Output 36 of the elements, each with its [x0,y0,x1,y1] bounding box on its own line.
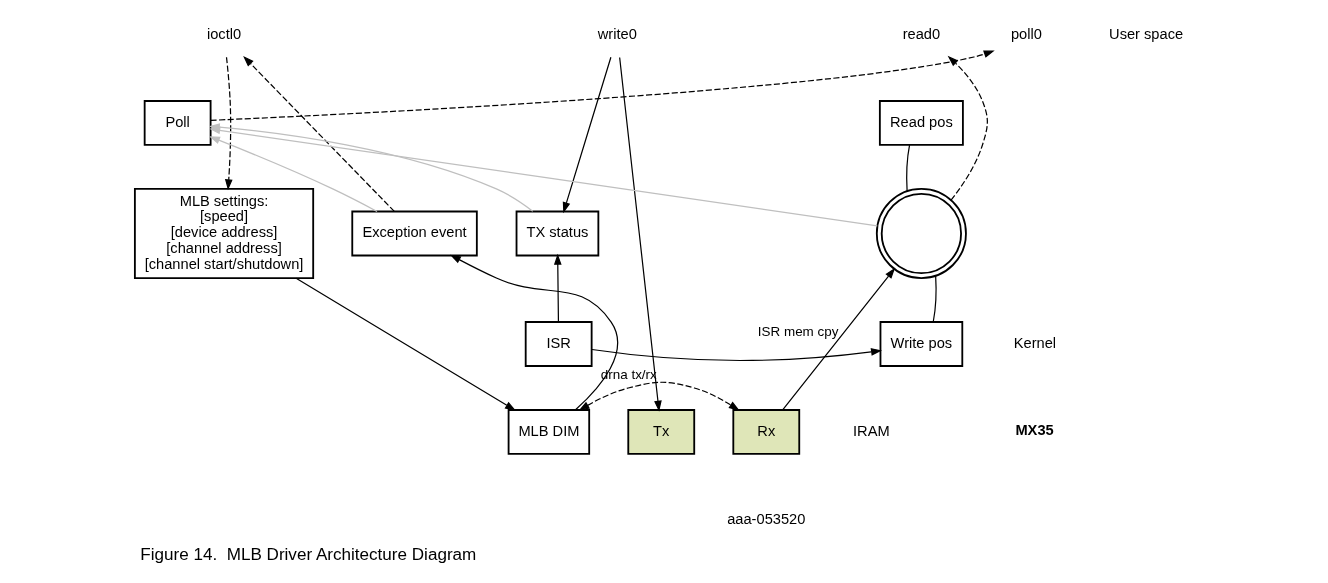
node-text: ioctl0 [206,25,242,42]
label: IRAM [853,422,890,439]
node-box: MLB DIM [507,409,591,455]
arrow [210,50,995,121]
caption: Figure 14. MLB Driver Architecture Diagram [140,545,477,565]
arrow [295,277,516,411]
arrow [562,56,612,214]
label: aaa-053520 [727,510,806,527]
connector [906,144,911,192]
arrow [553,253,562,323]
label: Kernel [1013,334,1057,351]
connector [932,275,937,323]
arrow [619,56,662,412]
node-box: Read pos [878,100,964,146]
arrow [224,56,233,191]
node-box: Tx [627,409,696,455]
label: MX35 [1015,421,1054,438]
node-box: MLB settings: [speed] [device address] [channel address] [channel start/shutdown] [133,188,315,279]
arrow [947,55,988,201]
node-box: Rx [732,409,801,455]
node-box: ISR [524,321,593,367]
edge-label: ISR mem cpy [757,323,839,339]
node-box: Poll [143,100,212,146]
node-text: write0 [597,25,637,42]
label: User space [1109,25,1184,42]
node-text: poll0 [1010,25,1042,42]
node-box: Write pos [879,321,964,367]
node-text: read0 [902,25,941,42]
arrow [243,55,395,213]
arrow [591,348,883,362]
arrow [208,136,378,213]
arrow [782,267,896,411]
arrow [578,381,740,411]
node-box: TX status [515,210,600,257]
node-box: Exception event [351,210,478,257]
arrow [449,254,619,411]
